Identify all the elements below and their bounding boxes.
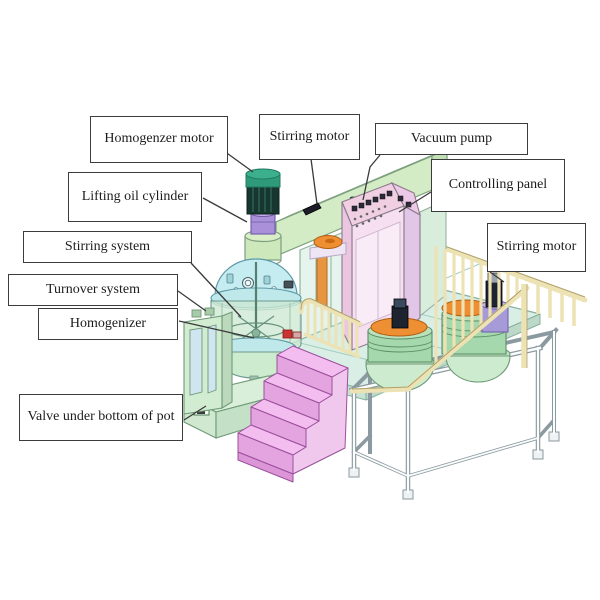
stand-railing [349,246,530,394]
label-stirring-system: Stirring system [23,231,192,263]
leader-stirring-system [190,262,242,318]
leader-stirring-motor-right [489,271,505,283]
homogenizer-motor-part [245,168,281,215]
platform-railing [298,298,363,359]
panel-indicator-dots [353,205,387,228]
water-pot [365,298,435,392]
pipe-valve [282,329,302,339]
label-lifting-oil-cylinder: Lifting oil cylinder [68,172,202,222]
stirring-motor-part [302,202,322,216]
panel-buttons [351,190,412,212]
label-turnover-system: Turnover system [8,274,178,306]
leader-homogenizer [178,320,255,339]
leader-vacuum-pump [362,154,381,201]
label-stirring-motor-top: Stirring motor [259,114,360,160]
leader-controlling-panel [398,191,432,213]
leader-turnover-system [177,290,207,312]
leader-stirring-motor-top [310,158,318,205]
label-homogenizer: Homogenizer [38,308,178,340]
housing-glass [419,199,447,318]
stirring-motor-pot1 [391,305,409,329]
main-tank [210,258,302,383]
leader-valve [183,405,207,421]
turnover-tower [183,307,233,415]
control-cabinet [341,181,421,351]
label-controlling-panel: Controlling panel [431,159,565,212]
label-vacuum-pump: Vacuum pump [375,123,528,155]
vacuum-disc [309,235,347,260]
label-homogenizer-motor: Homogenzer motor [90,116,228,163]
leader-lines [177,150,505,421]
leader-lifting-oil-cylinder [202,197,248,223]
label-stirring-motor-right: Stirring motor [487,223,586,272]
leader-homogenizer-motor [223,150,254,173]
staircase [237,345,349,483]
label-valve-under-bottom-of-pot: Valve under bottom of pot [19,394,183,441]
